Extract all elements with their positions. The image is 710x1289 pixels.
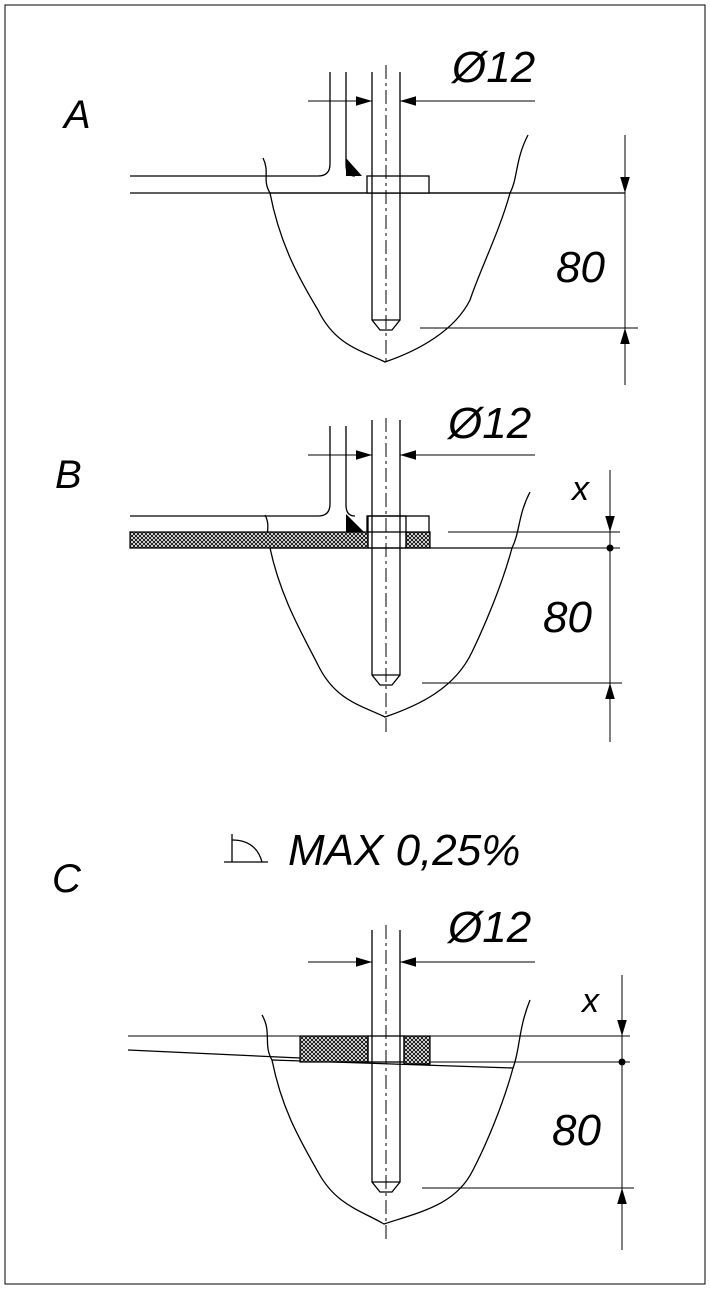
concrete-section-c (271, 1059, 514, 1225)
washer-a (366, 175, 430, 194)
depth-label-c: 80 (552, 1106, 601, 1155)
depth-label-a: 80 (556, 243, 605, 292)
offset-label-b: x (570, 470, 590, 508)
anchor-bolt-b (371, 420, 401, 686)
diameter-label-c: Ø12 (446, 903, 531, 952)
anchor-bolt-c (371, 930, 401, 1193)
view-a-letter: A (62, 93, 91, 137)
weld-fillet-b (346, 514, 364, 532)
diameter-label-b: Ø12 (446, 399, 531, 448)
view-b-letter: B (55, 453, 82, 497)
weld-fillet-a (346, 158, 362, 176)
grout-layer-b (129, 531, 369, 549)
anchor-bolt-a (371, 72, 401, 331)
concrete-section-b (269, 547, 513, 718)
view-a: A Ø12 80 (62, 43, 638, 385)
depth-label-b: 80 (543, 593, 592, 642)
view-b: B Ø12 x 80 (55, 399, 622, 742)
view-c-letter: C (52, 857, 82, 901)
grout-pad-c-right (403, 1035, 431, 1065)
concrete-section-a (269, 192, 511, 363)
slope-note: MAX 0,25% (288, 826, 520, 875)
offset-label-c: x (580, 982, 600, 1020)
drawing-frame (4, 4, 706, 1285)
washer-b (366, 515, 430, 533)
view-c: C MAX 0,25% Ø12 (52, 826, 634, 1250)
diameter-label-a: Ø12 (450, 43, 535, 92)
slope-symbol-icon (224, 834, 268, 863)
grout-pad-c-left (299, 1035, 369, 1063)
